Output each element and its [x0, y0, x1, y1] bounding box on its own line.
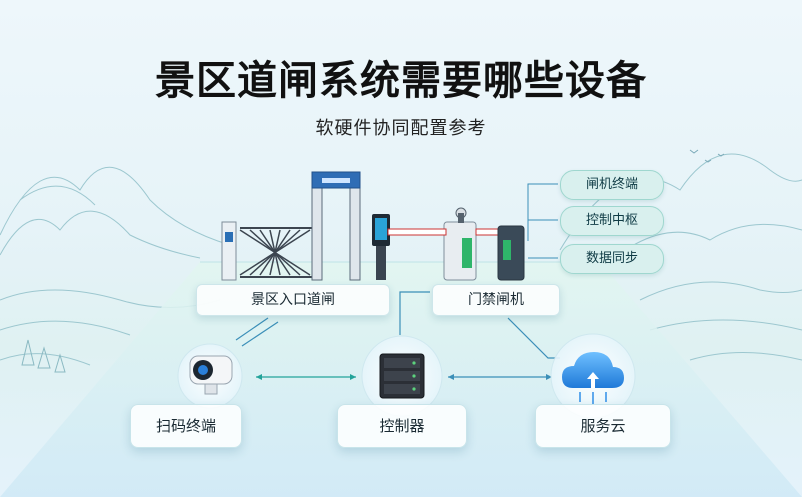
left-trees	[21, 339, 66, 373]
node-controller: 控制器	[337, 404, 467, 448]
retractable-gate-device	[221, 221, 312, 281]
connector-arrowheads	[256, 374, 552, 380]
pill-gate-terminal: 闸机终端	[560, 170, 664, 200]
label-entrance-gate: 景区入口道闸	[196, 284, 390, 316]
birds	[689, 149, 725, 163]
node-scanner-terminal: 扫码终端	[130, 404, 242, 448]
cloud-icon	[562, 352, 624, 404]
node-connectors	[235, 291, 560, 378]
security-door-device	[311, 171, 361, 281]
pill-control-hub: 控制中枢	[560, 206, 664, 236]
page-subtitle: 软硬件协同配置参考	[315, 118, 487, 139]
server-icon	[379, 353, 425, 399]
barrier-gate-device	[387, 207, 525, 281]
label-access-gate: 门禁闸机	[432, 284, 560, 316]
camera-icon	[189, 355, 233, 395]
side-connectors	[527, 183, 558, 259]
page-title: 景区道闸系统需要哪些设备	[155, 58, 647, 104]
face-terminal-device	[372, 214, 390, 280]
pill-data-sync: 数据同步	[560, 244, 664, 274]
node-cloud-service: 服务云	[535, 404, 671, 448]
